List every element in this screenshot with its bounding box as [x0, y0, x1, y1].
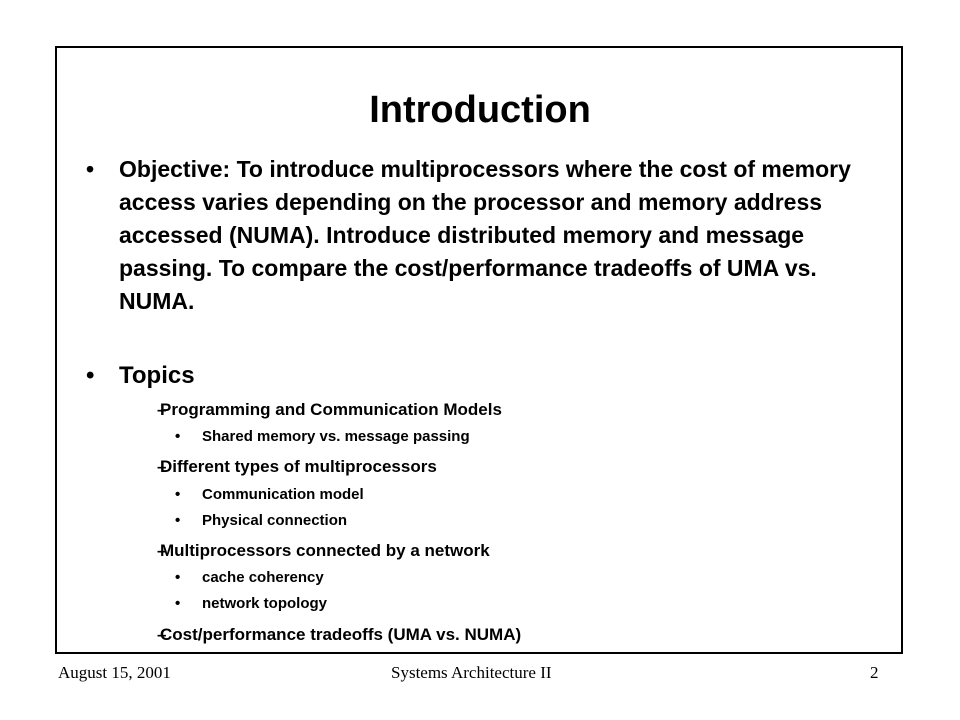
- topic-subitem-label: network topology: [202, 595, 327, 612]
- topic-item: –: [157, 399, 166, 421]
- dash-marker: –: [157, 400, 167, 419]
- bullet-dot: •: [86, 156, 95, 182]
- topic-subitem: • cache coherency: [175, 568, 324, 588]
- topic-subitem-label: cache coherency: [202, 569, 324, 586]
- topic-subitem-label: Communication model: [202, 486, 364, 503]
- topics-bullet: • Topics: [86, 359, 856, 392]
- page-number: 2: [870, 663, 879, 682]
- bullet-dot: •: [86, 362, 95, 389]
- bullet-dot: •: [175, 569, 181, 586]
- dash-marker: –: [157, 625, 167, 644]
- topic-item-label: Programming and Communication Models: [160, 400, 502, 419]
- topic-subitem: • Physical connection: [175, 511, 347, 531]
- topic-subitem: • Communication model: [175, 485, 364, 505]
- dash-marker: –: [157, 541, 167, 560]
- slide-title: Introduction: [369, 89, 591, 131]
- bullet-dot: •: [175, 486, 181, 503]
- topic-subitem-label: Physical connection: [202, 512, 348, 529]
- topic-subitem: • Shared memory vs. message passing: [175, 427, 470, 447]
- bullet-dot: •: [175, 595, 181, 612]
- topic-subitem: • network topology: [175, 594, 327, 614]
- objective-text: Objective: To introduce multiprocessors …: [119, 156, 851, 314]
- footer-course: Systems Architecture II: [391, 663, 552, 682]
- objective-bullet: • Objective: To introduce multiprocessor…: [86, 153, 856, 318]
- topic-item-label: Different types of multiprocessors: [160, 457, 437, 476]
- slide-frame: [55, 46, 903, 654]
- dash-marker: –: [157, 457, 167, 476]
- topics-label: Topics: [119, 362, 195, 389]
- topic-subitem-label: Shared memory vs. message passing: [202, 428, 470, 445]
- bullet-dot: •: [175, 428, 181, 445]
- bullet-dot: •: [175, 512, 181, 529]
- topic-item-label: Cost/performance tradeoffs (UMA vs. NUMA…: [160, 625, 522, 644]
- topic-item-label: Multiprocessors connected by a network: [160, 541, 490, 560]
- footer-date: August 15, 2001: [58, 663, 171, 682]
